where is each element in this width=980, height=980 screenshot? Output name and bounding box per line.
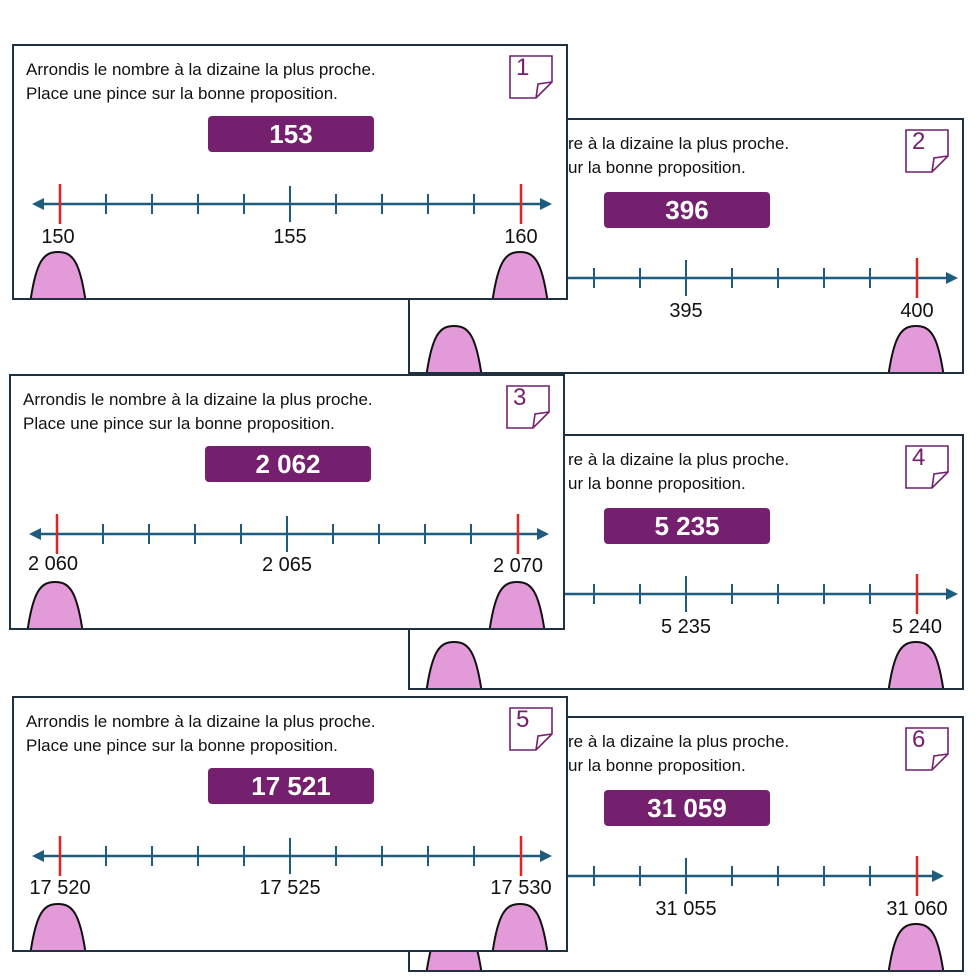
ticks — [593, 576, 871, 612]
tick-label-right: 31 060 — [886, 898, 947, 920]
tick-label-mid: 17 525 — [259, 877, 320, 899]
card-instructions: Arrondis le nombre à la dizaine la plus … — [26, 58, 376, 106]
clip-right[interactable] — [887, 922, 945, 972]
clip-right[interactable] — [488, 580, 546, 630]
tick-label-right: 2 070 — [493, 555, 543, 577]
instruction-line-2: Place une pince sur la bonne proposition… — [23, 414, 335, 433]
axis-arrow-right — [932, 870, 944, 882]
instruction-line-2: Place une pince sur la bonne proposition… — [26, 736, 338, 755]
ticks — [105, 186, 475, 222]
card-number: 1 — [516, 54, 530, 81]
number-line: 395 400 — [410, 258, 958, 374]
instruction-line-1: Arrondis le nombre à la dizaine la plus … — [26, 712, 376, 731]
tick-label-left: 2 060 — [28, 553, 78, 575]
page-corner-icon — [905, 129, 949, 173]
target-number: 2 062 — [205, 446, 371, 482]
page-corner-icon — [905, 445, 949, 489]
card-instructions: Arrondis le nombre à la dizaine la plus … — [26, 710, 376, 758]
tick-label-right: 400 — [900, 300, 933, 322]
tick-label-right: 17 530 — [490, 877, 551, 899]
ticks — [105, 838, 475, 874]
card-instructions: re à la dizaine la plus proche. ur la bo… — [568, 132, 789, 180]
target-number: 153 — [208, 116, 374, 152]
card-number-badge: 2 — [904, 128, 950, 174]
ticks — [593, 260, 871, 296]
clip-left[interactable] — [29, 902, 87, 952]
tick-label-mid: 2 065 — [262, 554, 312, 576]
clip-right[interactable] — [491, 250, 549, 300]
clip-left[interactable] — [26, 580, 84, 630]
axis-arrow-right — [540, 198, 552, 210]
card-number-badge: 5 — [508, 706, 554, 752]
instruction-line-1: Arrondis le nombre à la dizaine la plus … — [23, 390, 373, 409]
target-number: 396 — [604, 192, 770, 228]
target-number: 5 235 — [604, 508, 770, 544]
card-1: Arrondis le nombre à la dizaine la plus … — [12, 44, 568, 300]
tick-label-right: 160 — [504, 226, 537, 248]
page-corner-icon — [506, 385, 550, 429]
clip-left[interactable] — [425, 640, 483, 690]
instruction-line-2: ur la bonne proposition. — [568, 158, 746, 177]
tick-label-mid: 155 — [273, 226, 306, 248]
card-number: 5 — [516, 706, 530, 733]
target-number: 17 521 — [208, 768, 374, 804]
axis-arrow-right — [540, 850, 552, 862]
axis-arrow-right — [946, 272, 958, 284]
instruction-line-1: re à la dizaine la plus proche. — [568, 732, 790, 751]
tick-label-mid: 31 055 — [655, 898, 716, 920]
tick-label-left: 17 520 — [29, 877, 90, 899]
card-3: Arrondis le nombre à la dizaine la plus … — [9, 374, 565, 630]
instruction-line-2: Place une pince sur la bonne proposition… — [26, 84, 338, 103]
instruction-line-1: re à la dizaine la plus proche. — [568, 450, 790, 469]
card-number: 3 — [513, 384, 527, 411]
page-corner-icon — [509, 55, 553, 99]
clip-left[interactable] — [425, 324, 483, 374]
card-number: 4 — [912, 444, 926, 471]
number-line: 2 060 2 065 2 070 — [26, 514, 549, 630]
number-line: 150 155 160 — [29, 184, 552, 300]
card-number: 2 — [912, 128, 926, 155]
page-corner-icon — [905, 727, 949, 771]
card-number-badge: 3 — [505, 384, 551, 430]
clip-right[interactable] — [887, 324, 945, 374]
instruction-line-2: ur la bonne proposition. — [568, 756, 746, 775]
page-corner-icon — [509, 707, 553, 751]
card-number-badge: 4 — [904, 444, 950, 490]
tick-label-mid: 5 235 — [661, 616, 711, 638]
number-line: 17 520 17 525 17 530 — [29, 836, 552, 952]
card-number-badge: 1 — [508, 54, 554, 100]
clip-left[interactable] — [29, 250, 87, 300]
tick-label-left: 150 — [41, 226, 74, 248]
instruction-line-2: ur la bonne proposition. — [568, 474, 746, 493]
tick-label-right: 5 240 — [892, 616, 942, 638]
ticks — [593, 858, 871, 894]
card-instructions: re à la dizaine la plus proche. ur la bo… — [568, 730, 789, 778]
axis-arrow-left — [29, 528, 41, 540]
instruction-line-1: re à la dizaine la plus proche. — [568, 134, 790, 153]
axis-arrow-right — [537, 528, 549, 540]
card-instructions: re à la dizaine la plus proche. ur la bo… — [568, 448, 789, 496]
clip-right[interactable] — [491, 902, 549, 952]
axis-arrow-right — [946, 588, 958, 600]
ticks — [102, 516, 472, 552]
instruction-line-1: Arrondis le nombre à la dizaine la plus … — [26, 60, 376, 79]
card-number: 6 — [912, 726, 926, 753]
axis-arrow-left — [32, 198, 44, 210]
card-instructions: Arrondis le nombre à la dizaine la plus … — [23, 388, 373, 436]
clip-right[interactable] — [887, 640, 945, 690]
tick-label-mid: 395 — [669, 300, 702, 322]
axis-arrow-left — [32, 850, 44, 862]
card-number-badge: 6 — [904, 726, 950, 772]
card-5: Arrondis le nombre à la dizaine la plus … — [12, 696, 568, 952]
target-number: 31 059 — [604, 790, 770, 826]
